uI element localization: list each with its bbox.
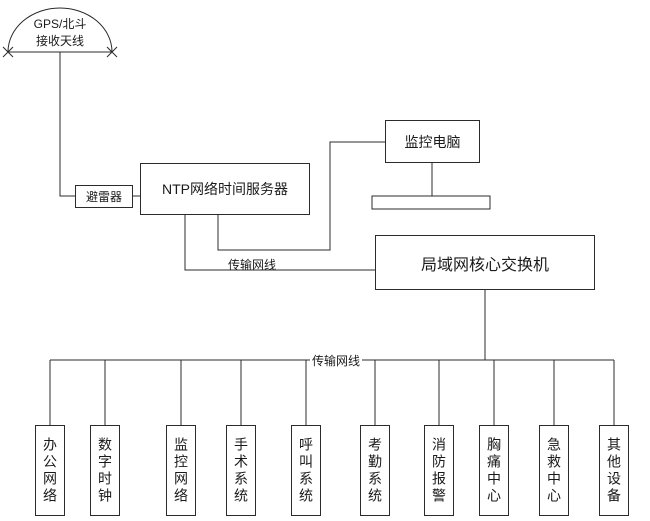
device-box-surgery-system: 手术系统	[226, 425, 256, 516]
monitor-pc-box: 监控电脑	[385, 120, 480, 163]
ntp-server-label: NTP网络时间服务器	[162, 181, 288, 197]
antenna-tick-left	[2, 46, 14, 58]
lightning-arrester-label: 避雷器	[85, 190, 122, 204]
device-box-attendance-system: 考勤系统	[360, 425, 390, 516]
device-box-emergency-center: 急救中心	[539, 425, 569, 516]
wire-antenna-arrester	[59, 52, 75, 197]
antenna-label-line2: 接收天线	[35, 34, 84, 48]
monitor-pc-label: 监控电脑	[404, 133, 461, 150]
antenna-dome	[7, 7, 113, 53]
antenna-label-line1: GPS/北斗	[33, 17, 87, 31]
transmission-line-label-upper: 传输网线	[228, 258, 277, 272]
antenna-tick-right	[106, 46, 118, 58]
transmission-line-label-lower: 传输网线	[310, 352, 363, 369]
monitor-stand-base	[371, 195, 491, 210]
device-box-call-system: 呼叫系统	[291, 425, 321, 516]
device-box-digital-clock: 数字时钟	[90, 425, 120, 516]
wire-ntp-switch	[184, 215, 375, 271]
core-switch-box: 局域网核心交换机	[375, 235, 595, 290]
device-box-chest-pain-center: 胸痛中心	[479, 425, 509, 516]
wire-ntp-monitor	[217, 141, 385, 251]
device-box-office-network: 办公网络	[35, 425, 65, 516]
device-box-surveillance-network: 监控网络	[166, 425, 196, 516]
lightning-arrester-box: 避雷器	[75, 185, 133, 208]
core-switch-label: 局域网核心交换机	[420, 256, 549, 274]
device-box-other-equipment: 其他设备	[599, 425, 629, 516]
ntp-server-box: NTP网络时间服务器	[140, 163, 310, 215]
device-box-fire-alarm: 消防报警	[424, 425, 454, 516]
